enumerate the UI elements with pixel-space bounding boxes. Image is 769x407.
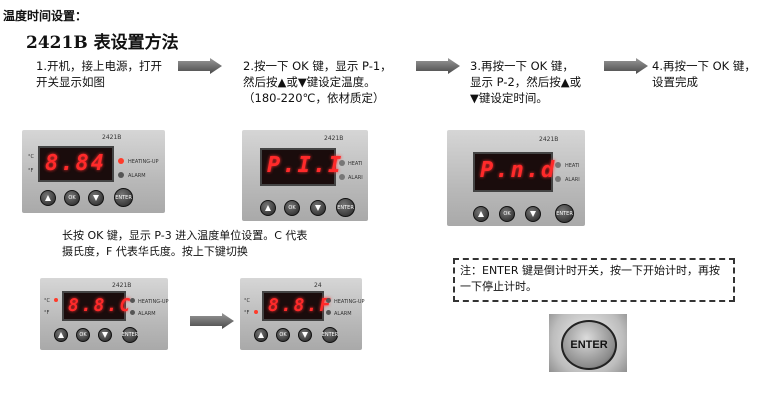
down-button[interactable] — [298, 328, 312, 342]
unit-c-led-icon — [54, 298, 58, 302]
enter-button-closeup: ENTER — [561, 320, 617, 370]
arrow-right-icon — [178, 58, 222, 74]
ok-button[interactable]: OK — [64, 190, 80, 206]
up-button[interactable] — [473, 206, 489, 222]
alarm-label: ALARM — [334, 311, 352, 317]
arrow-right-icon — [190, 313, 234, 329]
led-display: 8.8.C — [62, 291, 130, 321]
heating-led-icon — [326, 298, 331, 303]
alarm-label: ALARM — [138, 311, 156, 317]
enter-button[interactable]: ENTER — [114, 188, 133, 207]
unit-f-label: °F — [44, 310, 50, 316]
ok-button[interactable]: OK — [276, 328, 290, 342]
alarm-led-icon — [339, 174, 345, 180]
controller-panel: 2421B P.I.I HEATI ALARI OK ENTER — [242, 130, 368, 221]
unit-c-label: °C — [244, 298, 250, 304]
doc-heading: 2421B 表设置方法 — [26, 33, 179, 53]
heating-label: HEATI — [565, 163, 580, 169]
alarm-led-icon — [118, 172, 124, 178]
display-value: P.n.d — [480, 158, 557, 183]
unit-step-text: 长按 OK 键，显示 P-3 进入温度单位设置。C 代表摄氏度，F 代表华氏度。… — [62, 229, 308, 258]
controller-panel: 2421B °C °F 8.84 HEATING-UP ALARM OK ENT… — [22, 130, 165, 213]
display-value: 8.8.F — [268, 295, 333, 316]
down-button[interactable] — [525, 206, 541, 222]
arrow-right-icon — [604, 58, 648, 74]
led-display: P.I.I — [260, 148, 341, 186]
heating-led-icon — [130, 298, 135, 303]
display-value: P.I.I — [267, 153, 344, 178]
heating-led-icon — [339, 160, 345, 166]
enter-label: ENTER — [570, 339, 608, 351]
display-value: 8.8.C — [68, 295, 133, 316]
heating-led-icon — [555, 162, 561, 168]
model-label: 2421B — [539, 136, 559, 143]
alarm-led-icon — [130, 310, 135, 315]
alarm-led-icon — [326, 310, 331, 315]
alarm-label: ALARM — [128, 173, 146, 179]
up-button[interactable] — [54, 328, 68, 342]
up-button[interactable] — [40, 190, 56, 206]
heating-led-icon — [118, 158, 124, 164]
led-display: 8.84 — [38, 146, 114, 182]
step-1-text: 1.开机，接上电源，打开开关显示如图 — [36, 59, 162, 89]
enter-button[interactable]: ENTER — [322, 327, 338, 343]
down-button[interactable] — [88, 190, 104, 206]
unit-f-label: °F — [28, 168, 34, 174]
arrow-right-icon — [416, 58, 460, 74]
up-button[interactable] — [254, 328, 268, 342]
unit-f-led-icon — [254, 310, 258, 314]
ok-button[interactable]: OK — [284, 200, 300, 216]
model-label: 2421B — [102, 134, 122, 141]
step-2-text: 2.按一下 OK 键，显示 P-1，然后按▲或▼键设定温度。（180-220℃，… — [243, 59, 392, 105]
heating-label: HEATING-UP — [334, 299, 365, 305]
down-button[interactable] — [310, 200, 326, 216]
display-value: 8.84 — [45, 151, 106, 176]
unit-c-label: °C — [44, 298, 50, 304]
led-display: P.n.d — [473, 152, 557, 192]
note-text: 注：ENTER 键是倒计时开关，按一下开始计时，再按一下停止计时。 — [460, 264, 720, 293]
down-button[interactable] — [98, 328, 112, 342]
up-button[interactable] — [260, 200, 276, 216]
heating-label: HEATI — [348, 161, 363, 167]
alarm-led-icon — [555, 176, 561, 182]
controller-panel: 2421B P.n.d HEATI ALARI OK ENTER — [447, 130, 585, 226]
enter-button[interactable]: ENTER — [555, 204, 574, 223]
model-label: 2421B — [324, 135, 344, 142]
heating-label: HEATING-UP — [128, 159, 159, 165]
alarm-label: ALARI — [348, 175, 363, 181]
note-box: 注：ENTER 键是倒计时开关，按一下开始计时，再按一下停止计时。 — [453, 258, 735, 302]
model-label: 24 — [314, 282, 322, 289]
ok-button[interactable]: OK — [76, 328, 90, 342]
step-3-text: 3.再按一下 OK 键，显示 P-2，然后按▲或▼键设定时间。 — [470, 59, 582, 105]
enter-button[interactable]: ENTER — [122, 327, 138, 343]
ok-button[interactable]: OK — [499, 206, 515, 222]
led-display: 8.8.F — [262, 291, 330, 321]
enter-button-photo: ENTER — [549, 314, 627, 372]
step-4-text: 4.再按一下 OK 键，设置完成 — [652, 59, 756, 89]
page-title: 温度时间设置： — [3, 9, 88, 23]
controller-panel: 24 °C °F 8.8.F HEATING-UP ALARM OK ENTER — [240, 278, 365, 350]
heating-label: HEATING-UP — [138, 299, 169, 305]
controller-panel: 2421B °C °F 8.8.C HEATING-UP ALARM OK EN… — [40, 278, 169, 350]
unit-c-label: °C — [28, 154, 34, 160]
unit-f-label: °F — [244, 310, 250, 316]
alarm-label: ALARI — [565, 177, 580, 183]
enter-button[interactable]: ENTER — [336, 198, 355, 217]
model-label: 2421B — [112, 282, 132, 289]
